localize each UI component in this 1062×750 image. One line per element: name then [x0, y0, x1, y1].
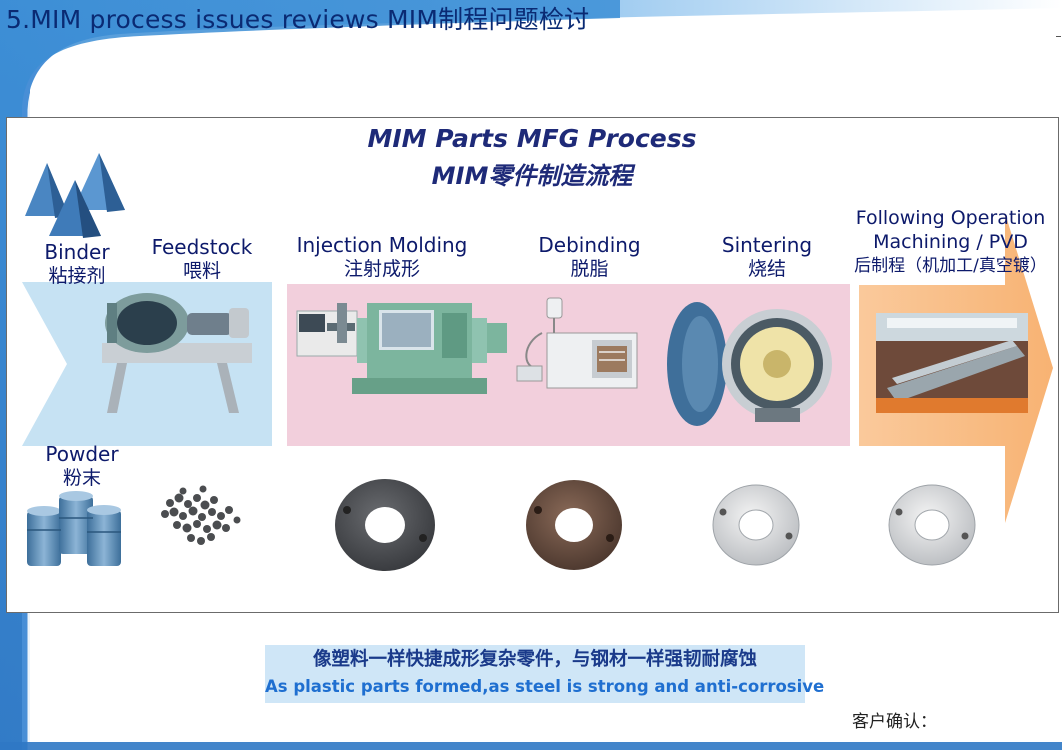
green-part-icon [335, 479, 435, 571]
stage-following-cn: 后制程（机加工/真空镀） [854, 256, 1047, 276]
stage-injection-label: Injection Molding 注射成形 [287, 233, 477, 281]
stage-sintering-en: Sintering [721, 233, 813, 257]
stage-feedstock-cn: 喂料 [182, 260, 221, 282]
slogan-box: 像塑料一样快捷成形复杂零件，与钢材一样强韧耐腐蚀 As plastic part… [265, 645, 825, 703]
stage-feedstock-label: Feedstock 喂料 [142, 235, 262, 283]
slide-title: 5.MIM process issues reviews MIM制程问题检讨 [6, 5, 590, 34]
corner-mark [1056, 36, 1061, 37]
brown-part-icon [526, 480, 622, 570]
stage-feedstock-en: Feedstock [151, 235, 253, 259]
customer-confirm-label: 客户确认： [852, 712, 937, 732]
stage-powder-cn: 粉末 [62, 467, 101, 489]
stage-binder-en: Binder [44, 240, 110, 264]
debinding-furnace-icon [516, 297, 638, 389]
stage-sintering-label: Sintering 烧结 [712, 233, 822, 281]
stage-following-en1: Following Operation [855, 207, 1046, 229]
stage-debinding-en: Debinding [538, 233, 641, 257]
stage-debinding-label: Debinding 脱脂 [527, 233, 652, 281]
process-title-en: MIM Parts MFG Process [367, 124, 697, 153]
pyramid-icon [25, 153, 125, 238]
finished-part-icon [888, 484, 976, 566]
stage-powder-en: Powder [45, 442, 119, 466]
stage-injection-en: Injection Molding [296, 233, 468, 257]
stage-injection-cn: 注射成形 [343, 258, 420, 280]
barrel-icon [27, 491, 121, 566]
mixer-machine-icon [102, 293, 252, 413]
stage-debinding-cn: 脱脂 [570, 258, 609, 280]
sintered-part-icon [712, 484, 800, 566]
machining-line-icon [876, 313, 1028, 413]
pellet-icon [161, 485, 241, 545]
process-title-cn: MIM零件制造流程 [431, 162, 633, 190]
process-diagram [22, 153, 1053, 571]
stage-following-en2: Machining / PVD [873, 231, 1028, 253]
stage-following-label: Following Operation Machining / PVD 后制程（… [843, 206, 1058, 278]
stage-powder-label: Powder 粉末 [37, 442, 127, 490]
stage-binder-cn: 粘接剂 [48, 265, 106, 287]
slogan-en: As plastic parts formed,as steel is stro… [265, 677, 825, 696]
stage-binder-label: Binder 粘接剂 [29, 240, 125, 288]
process-panel: MIM Parts MFG Process MIM零件制造流程 Binder 粘… [6, 117, 1059, 613]
injection-machine-icon [296, 303, 507, 394]
sintering-furnace-icon [667, 302, 832, 426]
stage-sintering-cn: 烧结 [747, 258, 786, 280]
slogan-cn: 像塑料一样快捷成形复杂零件，与钢材一样强韧耐腐蚀 [312, 649, 757, 670]
